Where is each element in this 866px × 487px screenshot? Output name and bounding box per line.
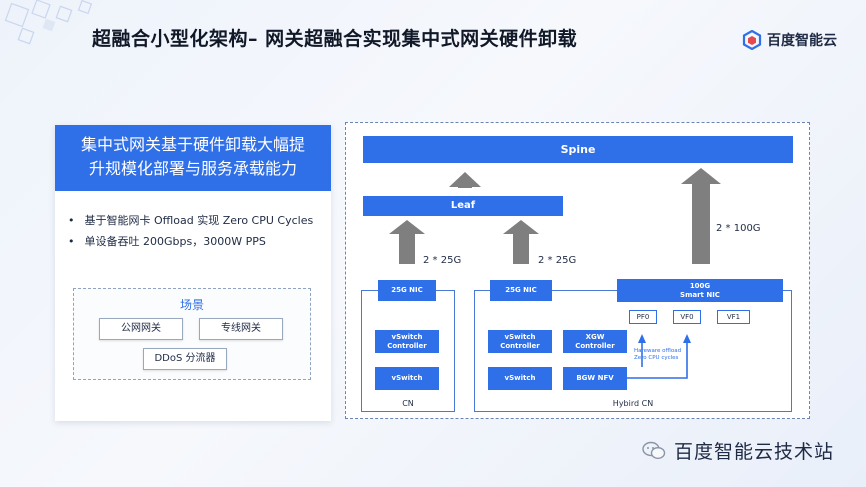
xgw-controller: XGW Controller xyxy=(563,330,627,353)
hybrid-nic-label: 25G NIC xyxy=(505,286,537,294)
hybrid-vswitch: vSwitch xyxy=(488,367,552,390)
hybrid-cn-label: Hybird CN xyxy=(612,399,654,408)
pf0-port: PF0 xyxy=(629,310,657,324)
cn-25g-nic: 25G NIC xyxy=(378,280,436,301)
scene-public-gateway: 公网网关 xyxy=(99,318,183,340)
watermark-text: 百度智能云技术站 xyxy=(674,441,835,463)
cn-vswitch: vSwitch xyxy=(375,367,439,390)
cn-vswitch-controller: vSwitch Controller xyxy=(375,330,439,353)
bullet-offload: 基于智能网卡 Offload 实现 Zero CPU Cycles xyxy=(68,212,314,228)
spine-switch: Spine xyxy=(363,136,793,163)
cn-nic-label: 25G NIC xyxy=(391,286,423,294)
cn-label: CN xyxy=(402,399,414,408)
hybrid-25g-nic: 25G NIC xyxy=(490,280,552,301)
offload-note-line-1: Hareware offload xyxy=(634,348,682,354)
heading-line-2: 升规模化部署与服务承载能力 xyxy=(88,159,297,178)
xgw-line-1: XGW xyxy=(585,332,605,341)
left-panel-heading: 集中式网关基于硬件卸载大幅提 升规模化部署与服务承载能力 xyxy=(55,125,331,191)
scene-dedicated-gateway: 专线网关 xyxy=(199,318,283,340)
offload-note: Hareware offload Zero CPU cycles xyxy=(634,348,681,362)
hybrid-controller-line-1: vSwitch xyxy=(504,332,536,341)
link-label-hybrid: 2 * 25G xyxy=(538,255,577,266)
smart-nic-line-1: 100G xyxy=(689,281,711,290)
smart-nic-100g: 100G Smart NIC xyxy=(617,279,783,302)
vf0-port: VF0 xyxy=(673,310,701,324)
hybrid-controller-line-2: Controller xyxy=(500,341,540,350)
cn-controller-line-2: Controller xyxy=(387,341,427,350)
xgw-line-2: Controller xyxy=(575,341,615,350)
page-title: 超融合小型化架构– 网关超融合实现集中式网关硬件卸载 xyxy=(92,28,578,50)
wechat-icon xyxy=(642,441,666,459)
link-label-smartnic: 2 * 100G xyxy=(716,223,761,234)
watermark: 百度智能云技术站 xyxy=(642,437,834,464)
leaf-switch: Leaf xyxy=(363,196,563,216)
scene-ddos-diverter: DDoS 分流器 xyxy=(143,348,227,370)
vf1-port: VF1 xyxy=(717,310,750,324)
link-label-cn: 2 * 25G xyxy=(423,255,462,266)
bgw-label: BGW NFV xyxy=(576,374,614,382)
heading-line-1: 集中式网关基于硬件卸载大幅提 xyxy=(80,135,305,154)
scene-title: 场景 xyxy=(179,298,204,312)
decorative-cubes xyxy=(4,0,93,45)
cn-controller-line-1: vSwitch xyxy=(391,332,423,341)
bgw-nfv: BGW NFV xyxy=(563,367,627,390)
brand-logo: 百度智能云 xyxy=(742,28,837,52)
hybrid-vswitch-controller: vSwitch Controller xyxy=(488,330,552,353)
smart-nic-line-2: Smart NIC xyxy=(680,290,720,299)
cloud-logo-icon xyxy=(742,30,762,50)
offload-note-line-2: Zero CPU cycles xyxy=(634,355,679,361)
cn-vswitch-label: vSwitch xyxy=(391,374,423,382)
hybrid-vswitch-label: vSwitch xyxy=(504,374,536,382)
logo-text: 百度智能云 xyxy=(767,33,837,49)
bullet-throughput: 单设备吞吐 200Gbps，3000W PPS xyxy=(68,233,266,249)
